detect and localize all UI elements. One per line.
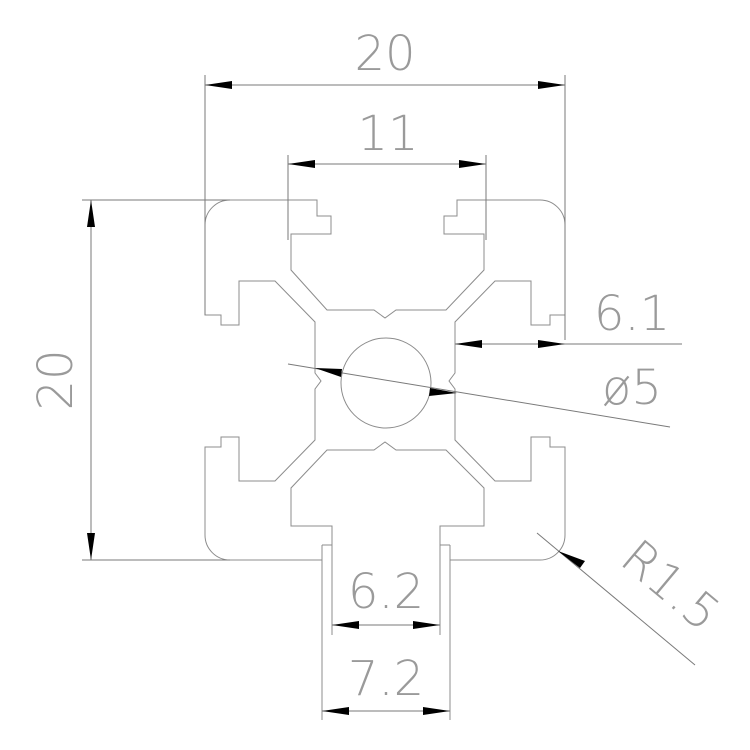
dim-center-bore: ø5 bbox=[287, 360, 671, 428]
dim-corner-radius: R1.5 bbox=[536, 529, 730, 666]
profile-bottom-slot bbox=[290, 441, 485, 545]
dim-label-overall-height: 20 bbox=[28, 349, 84, 410]
dim-slot-opening-inner: 6.2 bbox=[332, 564, 440, 629]
dim-label-slot-opening-inner: 6.2 bbox=[348, 564, 424, 620]
dim-label-center-bore: ø5 bbox=[602, 360, 662, 416]
center-bore-circle bbox=[340, 337, 432, 429]
dim-label-corner-radius: R1.5 bbox=[610, 529, 730, 642]
dim-label-overall-width: 20 bbox=[354, 26, 415, 82]
profile-left-side bbox=[204, 199, 322, 561]
dim-label-slot-width-top: 11 bbox=[357, 106, 418, 162]
dim-label-slot-depth-side: 6.1 bbox=[594, 286, 670, 342]
profile-outline bbox=[204, 199, 566, 720]
bottom-slot-lip-left bbox=[321, 544, 333, 720]
dim-slot-opening-outer: 7.2 bbox=[322, 651, 450, 715]
dim-slot-depth-side: 6.1 bbox=[455, 286, 682, 348]
dim-slot-width-top: 11 bbox=[287, 106, 487, 240]
dim-overall-height: 20 bbox=[28, 199, 230, 561]
dim-overall-width: 20 bbox=[204, 26, 566, 340]
bottom-slot-lip-right bbox=[439, 544, 451, 720]
profile-top-left-block bbox=[230, 199, 566, 561]
dim-label-slot-opening-outer: 7.2 bbox=[348, 651, 424, 707]
